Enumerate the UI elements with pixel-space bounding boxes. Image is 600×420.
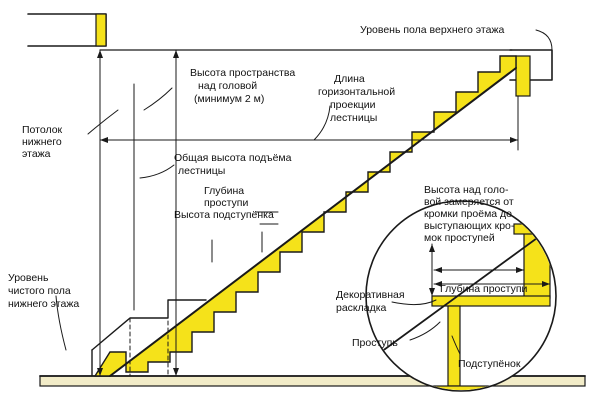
- horizontal-run-dimension: [99, 95, 519, 151]
- label-upper-floor-level: Уровень пола верхнего этажа: [360, 24, 504, 36]
- lower-floor-line-2: чистого пола: [8, 285, 71, 297]
- headroom-dimension: [133, 49, 179, 377]
- label-tread: Проступь: [352, 337, 398, 349]
- headroom-line-3: (минимум 2 м): [194, 93, 264, 105]
- rise-line-1: Общая высота подъёма: [174, 152, 292, 164]
- detail-note-line-4: выступающих кро-: [424, 220, 515, 232]
- tread-depth-line-2: проступи: [204, 197, 248, 209]
- ceiling-line-3: этажа: [22, 148, 51, 160]
- label-headroom: Высота пространства над головой (минимум…: [190, 67, 295, 105]
- headroom-line-2: над головой: [198, 80, 257, 92]
- lower-floor-line-1: Уровень: [8, 272, 49, 284]
- upper-floor-slab-left: [27, 13, 107, 47]
- run-line-4: лестницы: [330, 112, 377, 124]
- staircase-stringer: [93, 55, 517, 377]
- decorative-line-1: Декоративная: [336, 289, 405, 301]
- detail-note-line-3: кромки проёма до: [424, 208, 512, 220]
- leader-lines: [55, 29, 553, 351]
- label-ceiling: Потолок нижнего этажа: [22, 124, 63, 160]
- lower-steps: [91, 299, 207, 377]
- label-decorative-trim: Декоративная раскладка: [336, 289, 405, 314]
- total-rise-dimension: [97, 49, 103, 377]
- upper-floor-slab-right: [509, 49, 553, 97]
- rise-line-2: лестницы: [178, 165, 225, 177]
- label-detail-note: Высота над голо- вой замеряется от кромк…: [424, 184, 515, 244]
- tread-depth-line-1: Глубина: [204, 185, 244, 197]
- detail-note-line-1: Высота над голо-: [424, 184, 509, 196]
- label-detail-tread-depth: Глубина проступи: [440, 283, 528, 295]
- run-line-1: Длина: [334, 73, 365, 85]
- ceiling-line-2: нижнего: [22, 136, 62, 148]
- detail-note-line-2: вой замеряется от: [424, 196, 514, 208]
- detail-note-line-5: мок проступей: [424, 232, 495, 244]
- lower-floor-line-3: нижнего этажа: [8, 298, 79, 310]
- label-tread-depth: Глубина проступи: [204, 185, 248, 209]
- run-line-3: проекции: [330, 99, 376, 111]
- headroom-line-1: Высота пространства: [190, 67, 295, 79]
- ceiling-line-1: Потолок: [22, 124, 63, 136]
- label-riser: Подступёнок: [458, 358, 521, 370]
- label-total-rise: Общая высота подъёма лестницы: [174, 152, 292, 177]
- tread-riser-markers: [211, 211, 279, 263]
- label-lower-floor: Уровень чистого пола нижнего этажа: [8, 272, 79, 310]
- run-line-2: горизонтальной: [318, 86, 395, 98]
- decorative-line-2: раскладка: [336, 302, 387, 314]
- label-riser-height: Высота подступёнка: [174, 209, 274, 221]
- label-horizontal-run: Длина горизонтальной проекции лестницы: [318, 73, 395, 124]
